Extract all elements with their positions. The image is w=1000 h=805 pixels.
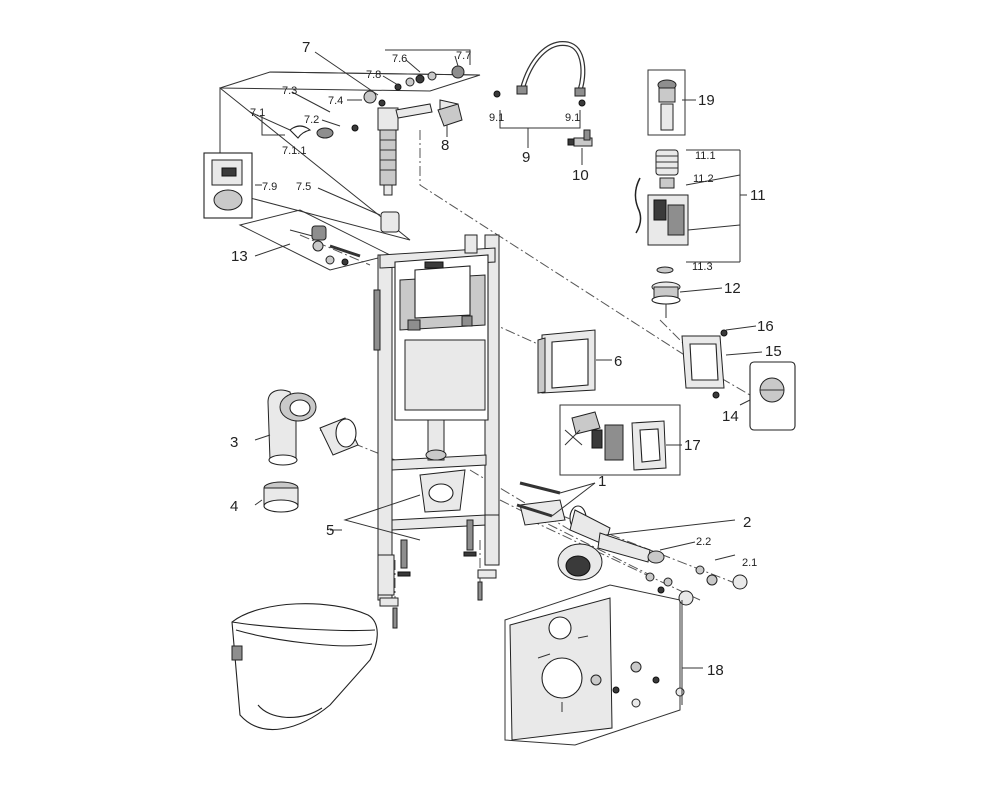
label-16: 16 xyxy=(757,318,774,335)
floor-anchor-left xyxy=(379,539,411,629)
label-7-1: 7.1 xyxy=(250,107,265,119)
label-2-1: 2.1 xyxy=(742,557,757,569)
part-2-pipes xyxy=(519,499,748,606)
part-10-angle-valve xyxy=(567,129,593,147)
label-9-1-a: 9.1 xyxy=(489,112,504,124)
part-4-cap xyxy=(263,481,299,513)
label-10: 10 xyxy=(572,167,589,184)
label-1: 1 xyxy=(598,473,606,490)
callout-labels: 7 7.1 7.1.1 7.2 7.3 7.4 7.5 7.6 7.7 7.8 … xyxy=(230,39,782,679)
part-17-parts xyxy=(564,411,667,471)
label-7-6: 7.6 xyxy=(392,53,407,65)
label-11-2: 11.2 xyxy=(693,173,714,185)
label-8: 8 xyxy=(441,137,449,154)
part-3-bend xyxy=(267,389,359,466)
part-1-rods xyxy=(516,481,561,518)
label-7-9: 7.9 xyxy=(262,181,277,193)
part-6-cover xyxy=(537,329,596,394)
label-14: 14 xyxy=(722,408,739,425)
part-7-9-box xyxy=(203,152,253,219)
label-18: 18 xyxy=(707,662,724,679)
label-12: 12 xyxy=(724,280,741,297)
label-7-5: 7.5 xyxy=(296,181,311,193)
label-2: 2 xyxy=(743,514,751,531)
label-13: 13 xyxy=(231,248,248,265)
label-6: 6 xyxy=(614,353,622,370)
wc-bowl xyxy=(231,603,378,730)
leader-lines xyxy=(249,51,763,705)
flush-valve-stack xyxy=(634,79,689,318)
label-7: 7 xyxy=(302,39,310,56)
part-8-bracket xyxy=(437,103,463,127)
label-4: 4 xyxy=(230,498,238,515)
label-7-8: 7.8 xyxy=(366,69,381,81)
label-11: 11 xyxy=(750,187,766,204)
floor-anchor-right xyxy=(463,519,497,601)
label-2-2: 2.2 xyxy=(696,536,711,548)
label-19: 19 xyxy=(698,92,715,109)
label-7-3: 7.3 xyxy=(282,85,297,97)
part-9-hose xyxy=(493,41,586,107)
label-15: 15 xyxy=(765,343,782,360)
label-7-7: 7.7 xyxy=(456,50,471,62)
part-13-bolts xyxy=(289,225,361,266)
label-11-3: 11.3 xyxy=(692,261,713,273)
label-9: 9 xyxy=(522,149,530,166)
label-7-1-1: 7.1.1 xyxy=(282,145,306,157)
fill-valve-assembly xyxy=(289,65,465,233)
label-9-1-b: 9.1 xyxy=(565,112,580,124)
mounting-frame xyxy=(373,234,500,629)
flush-plate-parts xyxy=(681,329,796,431)
part-18-mat xyxy=(509,597,685,741)
label-17: 17 xyxy=(684,437,701,454)
label-3: 3 xyxy=(230,434,238,451)
label-7-2: 7.2 xyxy=(304,114,319,126)
label-5: 5 xyxy=(326,522,334,539)
label-7-4: 7.4 xyxy=(328,95,343,107)
label-11-1: 11.1 xyxy=(695,150,716,162)
